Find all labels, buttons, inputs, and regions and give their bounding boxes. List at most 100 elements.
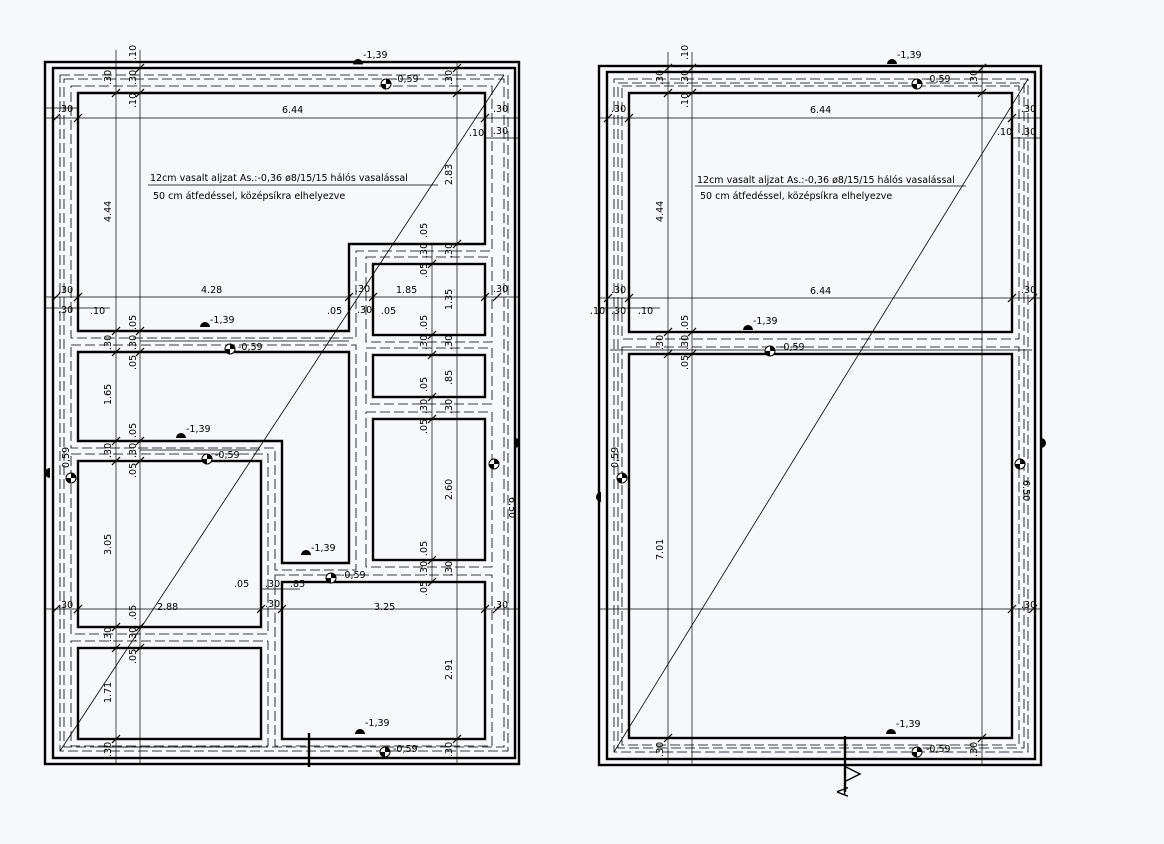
right-slab-note-line1: 12cm vasalt aljzat As.:-0,36 ø8/15/15 há… [697,175,955,186]
dim-3-05: 3.05 [103,534,114,555]
left-outer-wall [43,60,521,766]
left-floor-plan: 6.44 4.28 1.85 2.88 3.25 .85 .05 .10 .05… [43,45,521,767]
dim-0-30: .30 [58,104,73,115]
dim-0-30: .30 [611,306,626,317]
level-minus-1-39: -1,39 [186,424,211,435]
dim-0-30: .30 [58,600,73,611]
dim-2-60: 2.60 [444,479,455,500]
dim-2-83: 2.83 [444,164,455,185]
level-marker: -0,59 [764,342,805,357]
dim-0-30: .30 [1021,600,1036,611]
dim-0-10: .10 [680,93,691,108]
level-marker: -1,39 [353,50,388,65]
dim-4-44: 4.44 [655,201,666,222]
level-minus-1-39: -1,39 [897,50,922,61]
level-minus-0-59: -0,59 [215,450,240,461]
dim-0-30: .30 [357,305,372,316]
dim-0-30: .30 [103,627,114,642]
dim-0-05: .05 [128,463,139,478]
level-marker: -0,59 [911,744,951,758]
dim-0-30: .30 [969,70,980,85]
dim-0-05: .05 [419,581,430,596]
level-marker: -1,39 [355,718,390,734]
dim-6-44: 6.44 [282,105,303,116]
dim-0-30: .30 [103,443,114,458]
dim-4-44: 4.44 [103,201,114,222]
dim-0-30: .30 [103,70,114,85]
dim-0-30: .30 [969,742,980,757]
dim-1-85: 1.85 [396,285,417,296]
dim-0-30: .30 [444,243,455,258]
dim-0-30: .30 [444,742,455,757]
dim-0-30: .30 [1021,285,1036,296]
dim-0-05: .05 [419,541,430,556]
dim-0-30: .30 [493,126,508,137]
dim-0-30: .30 [265,579,280,590]
dim-0-30: .30 [680,70,691,85]
left-room-lower-left [76,459,263,629]
dim-0-05: .05 [327,306,342,317]
dim-0-05: .05 [419,377,430,392]
dim-0-30: .30 [419,335,430,350]
dim-2-88: 2.88 [157,602,178,613]
level-marker: -0,59 [911,74,951,90]
right-room-top [627,91,1014,334]
level-minus-0-59: -0,59 [394,74,419,85]
dim-0-30: .30 [355,284,370,295]
dim-0-30: .30 [611,285,626,296]
dim-0-10: .10 [680,45,691,60]
level-0-59: 0,59 [610,447,621,468]
dim-0-05: .05 [680,315,691,330]
level-marker: -1,39 [176,424,211,438]
dim-0-30: .30 [444,335,455,350]
right-room-bottom [627,352,1014,740]
level-marker [65,472,77,484]
dim-0-05: .05 [381,306,396,317]
dim-0-30: .30 [128,70,139,85]
dim-0-85-v: .85 [444,370,455,385]
dim-0-05: .05 [234,579,249,590]
level-marker: -0,59 [325,570,366,584]
left-room-r2 [371,353,487,399]
dim-4-28: 4.28 [201,285,222,296]
dim-1-65: 1.65 [103,384,114,405]
dim-0-05: .05 [419,263,430,278]
dim-0-10: .10 [90,306,105,317]
dim-0-30: .30 [1021,127,1036,138]
right-slab-note-line2: 50 cm átfedéssel, középsíkra elhelyezve [700,191,892,202]
left-room-middle [76,350,351,565]
level-minus-1-39: -1,39 [896,719,921,730]
level-marker: -0,59 [224,342,263,355]
dim-3-25: 3.25 [374,602,395,613]
dim-6-44-top: 6.44 [810,105,831,116]
left-room-r3 [371,417,487,562]
dim-0-30: .30 [655,742,666,757]
dim-6-50: 6.50 [1020,480,1031,501]
dim-0-30: .30 [419,243,430,258]
dim-0-30: .30 [493,284,508,295]
level-minus-0-59: -0,59 [926,74,951,85]
dim-0-10: .10 [590,306,605,317]
dim-0-30: .30 [493,600,508,611]
level-marker: -1,39 [887,50,922,64]
left-room-top [76,91,487,333]
dim-0-30: .30 [1021,104,1036,115]
right-outer-wall [597,64,1043,767]
left-slab-note-line1: 12cm vasalt aljzat As.:-0,36 ø8/15/15 há… [150,173,408,184]
left-room-r1 [371,262,487,337]
dim-0-30: .30 [611,104,626,115]
dim-1-71: 1.71 [103,682,114,703]
level-minus-1-39: -1,39 [753,316,778,327]
level-0-59: 0,59 [61,447,72,468]
level-minus-0-59: -0,59 [393,744,418,755]
dim-0-05: .05 [128,605,139,620]
level-marker [488,458,500,470]
dim-0-30: .30 [680,335,691,350]
dim-0-30: .30 [128,443,139,458]
level-marker: -1,39 [200,315,235,327]
level-marker: -1,39 [743,316,778,330]
left-room-bottom-right [280,580,487,741]
left-room-bottom-left [76,646,263,741]
dim-0-05: .05 [680,355,691,370]
left-slab-note-line2: 50 cm átfedéssel, középsíkra elhelyezve [153,191,345,202]
